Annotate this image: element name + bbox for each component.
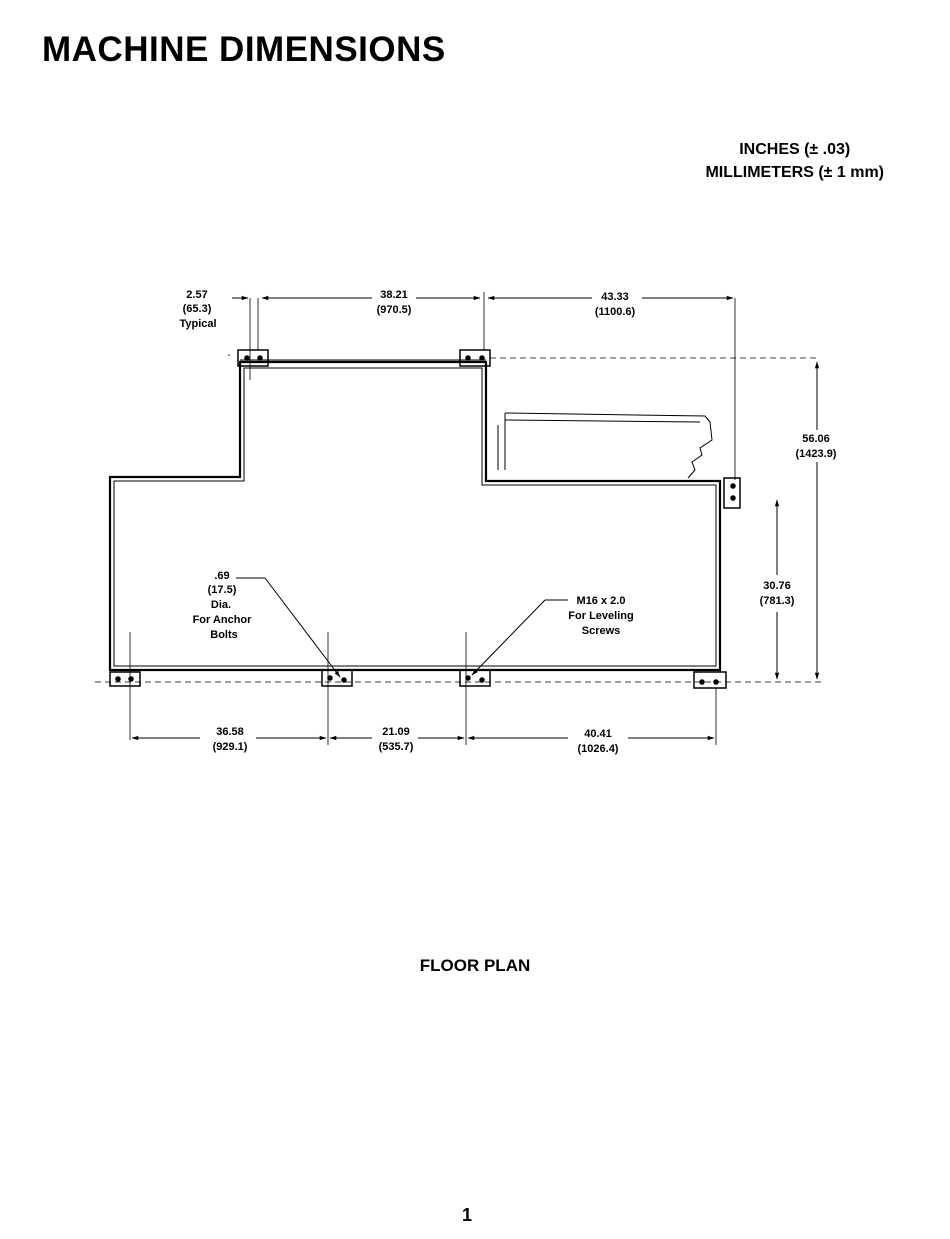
- bottom-span-1-mm: (929.1): [213, 741, 248, 753]
- bottom-span-2-mm: (535.7): [379, 741, 414, 753]
- leveling-callout-purpose: For Leveling: [568, 610, 633, 622]
- bracket-right-side: [724, 478, 740, 508]
- dimension-labels: 2.57 (65.3) Typical 38.21 (970.5) 43.33 …: [179, 289, 836, 755]
- anchor-callout-size: .69: [214, 570, 229, 582]
- bottom-span-3-mm: (1026.4): [578, 743, 619, 755]
- bottom-span-3-in: 40.41: [584, 728, 612, 740]
- bracket-bottom-4: [694, 672, 726, 688]
- anchor-callout-mm: (17.5): [208, 584, 237, 596]
- bracket-width-note: Typical: [179, 318, 216, 330]
- bracket-top-left: [238, 350, 268, 366]
- leveling-callout-size: M16 x 2.0: [577, 595, 626, 607]
- bottom-span-2-in: 21.09: [382, 726, 410, 738]
- callout-labels: .69 (17.5) Dia. For Anchor Bolts M16 x 2…: [193, 570, 634, 641]
- leveling-callout-object: Screws: [582, 625, 621, 637]
- top-right-span-mm: (1100.6): [595, 306, 636, 318]
- bracket-bottom-1: [110, 672, 140, 686]
- bottom-span-1-in: 36.58: [216, 726, 244, 738]
- control-console: [498, 413, 712, 478]
- overall-depth-mm: (1423.9): [796, 448, 837, 460]
- page-number: 1: [0, 1205, 934, 1226]
- callout-leaders: [236, 578, 568, 677]
- anchor-callout-purpose: For Anchor: [193, 614, 253, 626]
- top-left-span-mm: (970.5): [377, 304, 412, 316]
- anchor-callout-object: Bolts: [210, 629, 238, 641]
- bracket-width-in: 2.57: [186, 289, 207, 301]
- top-right-span-in: 43.33: [601, 291, 629, 303]
- bracket-width-mm: (65.3): [183, 303, 212, 315]
- top-left-span-in: 38.21: [380, 289, 408, 301]
- mounting-brackets: [110, 350, 740, 688]
- anchor-callout-dia: Dia.: [211, 599, 231, 611]
- front-depth-in: 30.76: [763, 580, 791, 592]
- front-depth-mm: (781.3): [760, 595, 795, 607]
- diagram-caption: FLOOR PLAN: [0, 956, 950, 976]
- overall-depth-in: 56.06: [802, 433, 830, 445]
